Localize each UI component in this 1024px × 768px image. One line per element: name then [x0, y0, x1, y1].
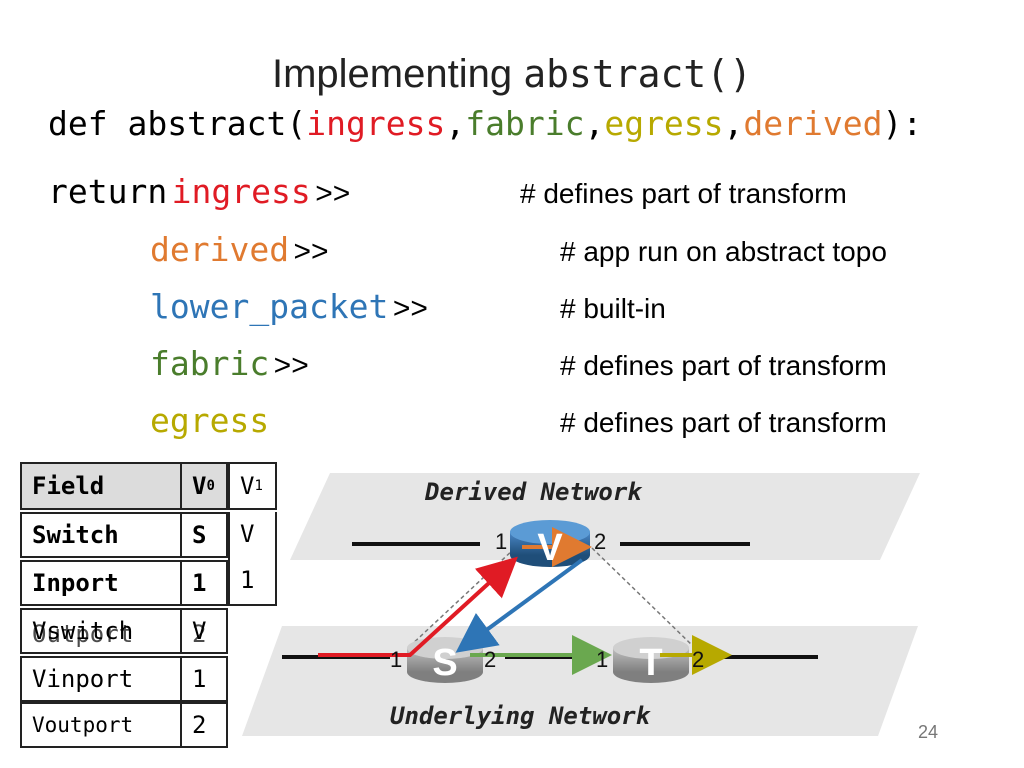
- page-number: 24: [918, 722, 939, 742]
- code-line-lower-packet: lower_packet >>: [150, 285, 428, 336]
- code-line-egress: egress: [150, 399, 269, 450]
- ingress-arrow: [318, 556, 518, 657]
- code-derived: derived: [150, 230, 290, 269]
- port-t-out: 2: [692, 647, 704, 672]
- node-v-label: V: [537, 527, 563, 569]
- arg-derived: derived: [743, 104, 883, 143]
- port-s-out: 2: [484, 647, 496, 672]
- code-fabric: fabric: [150, 344, 270, 383]
- code-line-return: return ingress >>: [48, 170, 350, 221]
- comment-3: # built-in: [560, 293, 666, 324]
- code-ingress: ingress: [171, 172, 311, 211]
- node-t-label: T: [639, 642, 662, 684]
- arg-egress: egress: [604, 104, 724, 143]
- slide-title: Implementing abstract(): [0, 48, 1024, 100]
- return-keyword: return: [48, 172, 168, 211]
- op-3: >>: [392, 292, 428, 325]
- table-row-vinport-v0: 1: [180, 656, 228, 702]
- vswitch-text: Vswitch: [32, 617, 134, 645]
- op-2: >>: [293, 235, 329, 268]
- table-row-inport-v0: 1: [180, 560, 228, 606]
- comment-5: # defines part of transform: [560, 407, 887, 438]
- table-row-switch-v0: S: [180, 512, 228, 558]
- op-1: >>: [315, 177, 351, 210]
- port-v-out: 2: [594, 529, 606, 554]
- node-s-label: S: [432, 642, 457, 684]
- underlying-network-label: Underlying Network: [390, 702, 652, 730]
- def-prefix: def abstract(: [48, 104, 307, 143]
- header-v1-base: V: [240, 472, 255, 500]
- port-v-in: 1: [495, 529, 507, 554]
- lower-packet-arrow: [455, 558, 584, 653]
- code-lower-packet: lower_packet: [150, 287, 389, 326]
- derived-plane: [290, 473, 920, 560]
- def-suffix: ):: [882, 104, 923, 143]
- header-v0-base: V: [192, 472, 207, 500]
- table-row-inport-field: Inport: [20, 560, 182, 606]
- comment-2: # app run on abstract topo: [560, 236, 887, 267]
- table-row-switch-field: Switch: [20, 512, 182, 558]
- code-line-derived: derived >>: [150, 228, 329, 279]
- table-row-vswitch-v0: V 2: [180, 608, 228, 654]
- table-row-vinport-field: Vinport: [20, 656, 182, 702]
- table-row-voutport-field: Voutport: [20, 702, 182, 748]
- mapping-line-right: [591, 547, 696, 649]
- header-v0-sub: 0: [206, 478, 215, 494]
- op-4: >>: [273, 349, 309, 382]
- arg-fabric: fabric: [465, 104, 585, 143]
- table-row-vswitch-field: Vswitch Outport: [20, 608, 182, 654]
- table-header-field: Field: [20, 462, 182, 510]
- vswitch-v0-text: V: [192, 617, 207, 645]
- header-v1-sub: 1: [254, 478, 263, 494]
- arg-sep-2: ,: [584, 104, 605, 143]
- port-t-in: 1: [596, 647, 608, 672]
- outport-v0-overlap-text: 2: [192, 620, 207, 648]
- table-row-inport-v1: 1: [228, 556, 277, 606]
- code-egress: egress: [150, 401, 270, 440]
- router-t: [613, 637, 689, 683]
- arg-sep-1: ,: [445, 104, 466, 143]
- code-line-fabric: fabric >>: [150, 342, 309, 393]
- title-code: abstract(): [523, 52, 752, 96]
- arg-sep-3: ,: [723, 104, 744, 143]
- arg-ingress: ingress: [306, 104, 446, 143]
- table-row-switch-v1: V: [228, 512, 277, 558]
- table-row-voutport-v0: 2: [180, 702, 228, 748]
- outport-overlap-text: Outport: [32, 620, 134, 648]
- port-s-in: 1: [390, 647, 402, 672]
- derived-network-label: Derived Network: [424, 478, 643, 506]
- comment-4: # defines part of transform: [560, 350, 887, 381]
- title-text: Implementing: [271, 52, 524, 96]
- def-line: def abstract(ingress,fabric,egress,deriv…: [48, 102, 922, 146]
- comment-1: # defines part of transform: [520, 178, 847, 209]
